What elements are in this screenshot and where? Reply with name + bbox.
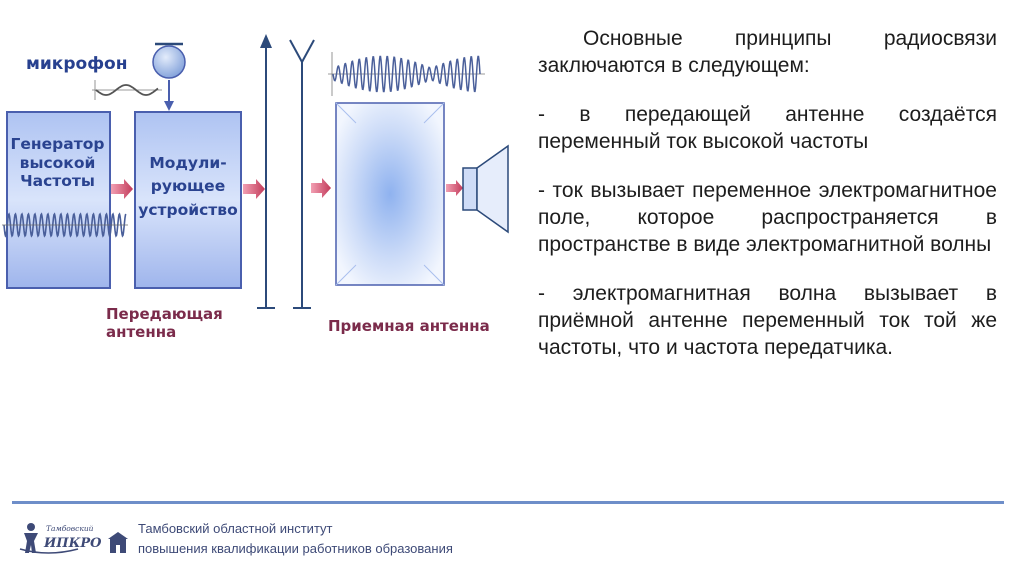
generator-label: Генератор высокой Частоты [10,135,105,191]
receiver-bevel-tr [423,102,445,124]
audio-signal [95,84,159,96]
receive-antenna-right-arm [301,39,315,63]
modulator-label: Модули- рующее устройство [138,154,238,219]
footer-divider [12,501,1004,504]
point-transmit-antenna: - в передающей антенне создаётся перемен… [538,103,997,153]
point-electromagnetic-field: - ток вызывает переменное электромагнитн… [538,179,997,256]
logo-building-door [116,545,120,553]
logo-swoosh [19,548,79,554]
high-frequency-signal [3,212,127,238]
footer-institute-line1: Тамбовский областной институт [138,521,333,536]
point-receive-antenna: - электромагнитная волна вызывает в приё… [538,282,997,359]
arrow-antenna-to-receiver [311,178,331,198]
microphone-label: микрофон [26,54,128,74]
logo-figure-icon [24,533,38,553]
transmit-antenna-label: Передающая антенна [106,305,223,341]
receive-antenna-label: Приемная антенна [328,317,490,335]
arrow-modulator-to-antenna [243,179,265,199]
receiver-block [335,102,445,286]
principles-text: Основные принципы радиосвязи заключаются… [538,25,997,383]
speaker-cone [476,144,509,234]
receiver-bevel-br [423,264,445,286]
microphone-icon [152,45,186,79]
receiver-bevel-tl [335,102,357,124]
receive-antenna-left-arm [289,39,303,63]
modulated-signal [332,55,481,93]
transmit-antenna-tip [260,34,272,48]
logo-main-text: ИПКРО [43,536,102,551]
arrow-receiver-to-speaker [446,180,463,196]
institute-logo: Тамбовский ИПКРО [19,523,128,554]
arrow-generator-to-modulator [111,179,133,199]
radio-communication-diagram [2,34,509,309]
receiver-bevel-bl [335,264,357,286]
speaker-icon [462,167,478,211]
logo-building-roof [108,532,128,539]
footer-institute-line2: повышения квалификации работников образо… [138,541,453,556]
modulator-block [134,111,242,289]
logo-figure-head [27,523,35,531]
generator-block [6,111,111,289]
logo-small-text: Тамбовский [46,524,94,533]
intro-paragraph: Основные принципы радиосвязи заключаются… [538,27,997,77]
microphone-arrow [164,101,174,111]
